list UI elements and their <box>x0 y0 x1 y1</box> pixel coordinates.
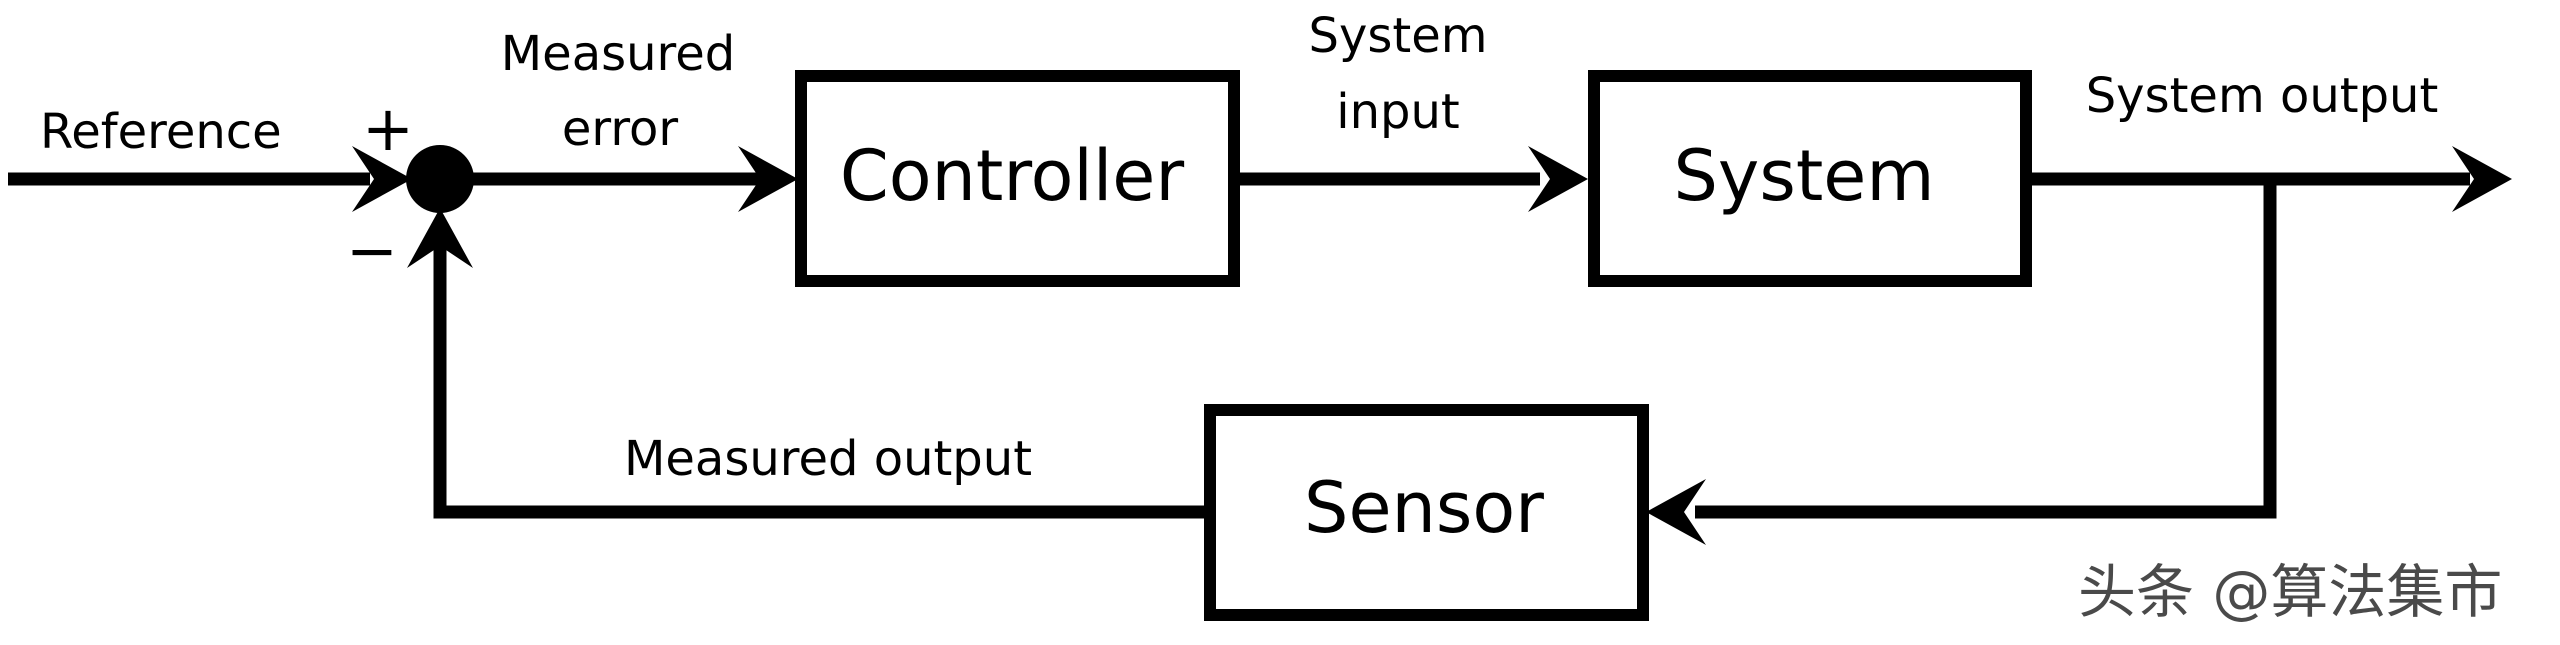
system-input-label-line2: input <box>1336 84 1459 140</box>
watermark-text: 头条 @算法集市 <box>2078 558 2502 626</box>
sensor-block <box>1204 404 1649 621</box>
minus-sign: − <box>346 214 398 287</box>
measured-error-arrowhead <box>738 146 798 212</box>
controller-block <box>795 70 1240 287</box>
system-output-label: System output <box>2086 68 2439 124</box>
sensor-input-arrowhead <box>1646 479 1706 545</box>
system-label: System <box>1673 135 1934 217</box>
system-block <box>1588 70 2032 287</box>
controller-label: Controller <box>840 135 1185 217</box>
reference-label: Reference <box>40 104 282 160</box>
plus-sign: + <box>362 92 414 165</box>
system-input-label-line1: System <box>1309 8 1488 64</box>
system-output-arrowhead <box>2452 146 2512 212</box>
reference-arrowhead <box>352 146 412 212</box>
measured-output-line <box>433 240 1208 519</box>
measured-error-label-line1: Measured <box>501 26 735 82</box>
summing-junction <box>406 145 474 213</box>
measured-error-label-line2: error <box>562 101 678 157</box>
feedback-path-to-sensor <box>1695 179 2277 519</box>
sensor-label: Sensor <box>1304 467 1544 549</box>
system-input-arrowhead <box>1528 146 1588 212</box>
summing-junction-feedback-arrowhead <box>407 208 473 268</box>
measured-output-label: Measured output <box>624 431 1032 487</box>
